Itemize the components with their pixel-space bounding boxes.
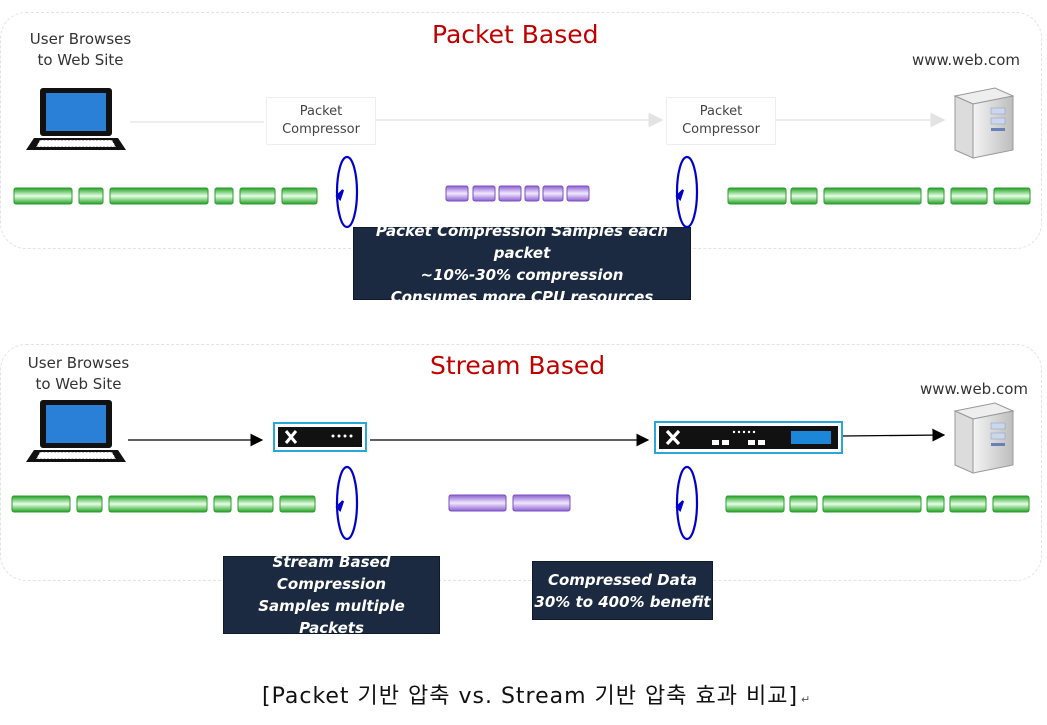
- wan-optimizer-icon: [654, 421, 843, 454]
- stream-server-label: www.web.com: [919, 380, 1029, 398]
- stream-green-stream-right: [725, 495, 1030, 513]
- stream-purple-compressed: [448, 494, 571, 512]
- packet-green-stream-left: [13, 187, 318, 205]
- compressed-callout-line-1: Compressed Data: [547, 570, 698, 589]
- packet-green-stream-right: [727, 187, 1031, 205]
- stream-flow-arrows: [128, 428, 946, 447]
- packet-based-title: Packet Based: [432, 20, 599, 49]
- caption-text: [Packet 기반 압축 vs. Stream 기반 압축 효과 비교]: [262, 684, 799, 709]
- stream-based-panel: [0, 344, 1042, 581]
- stream-callout-line-3: Samples multiple Packets: [258, 597, 405, 637]
- stream-compression-callout: Stream Based Compression Samples multipl…: [223, 553, 440, 637]
- packet-callout-line-2: ~10%-30% compression: [420, 265, 624, 284]
- stream-callout-line-1: Stream Based: [272, 553, 391, 571]
- packet-callout-line-1: Packet Compression Samples each packet: [375, 221, 669, 262]
- stream-callout-line-2: Compression: [276, 575, 387, 593]
- compressed-callout-line-2: 30% to 400% benefit: [534, 592, 711, 611]
- laptop-icon: [26, 88, 126, 150]
- stream-user-label: User Browses to Web Site: [27, 354, 130, 393]
- packet-callout-line-3: Consumes more CPU resources: [390, 287, 654, 306]
- server-icon: [953, 402, 1015, 474]
- packet-compression-callout: Packet Compression Samples each packet ~…: [353, 222, 691, 306]
- packet-flow-lines: [130, 112, 946, 128]
- compressed-data-callout: Compressed Data 30% to 400% benefit: [532, 561, 713, 620]
- packet-compressor-left: Packet Compressor: [266, 97, 376, 145]
- packet-compressor-right: Packet Compressor: [666, 97, 776, 145]
- packet-server-label: www.web.com: [911, 51, 1021, 69]
- caption-return-mark: ↵: [801, 693, 811, 706]
- rotation-arrow-icon: [675, 155, 699, 229]
- figure-caption: [Packet 기반 압축 vs. Stream 기반 압축 효과 비교]↵: [262, 678, 810, 710]
- rotation-arrow-icon: [675, 465, 699, 541]
- rotation-arrow-icon: [335, 155, 359, 229]
- stream-based-title: Stream Based: [430, 351, 606, 380]
- packet-user-label: User Browses to Web Site: [29, 30, 132, 69]
- wan-optimizer-icon: [273, 422, 367, 452]
- packet-purple-compressed: [445, 185, 590, 202]
- rotation-arrow-icon: [335, 465, 359, 541]
- server-icon: [953, 87, 1015, 159]
- stream-green-stream-left: [11, 495, 316, 513]
- laptop-icon: [26, 400, 126, 462]
